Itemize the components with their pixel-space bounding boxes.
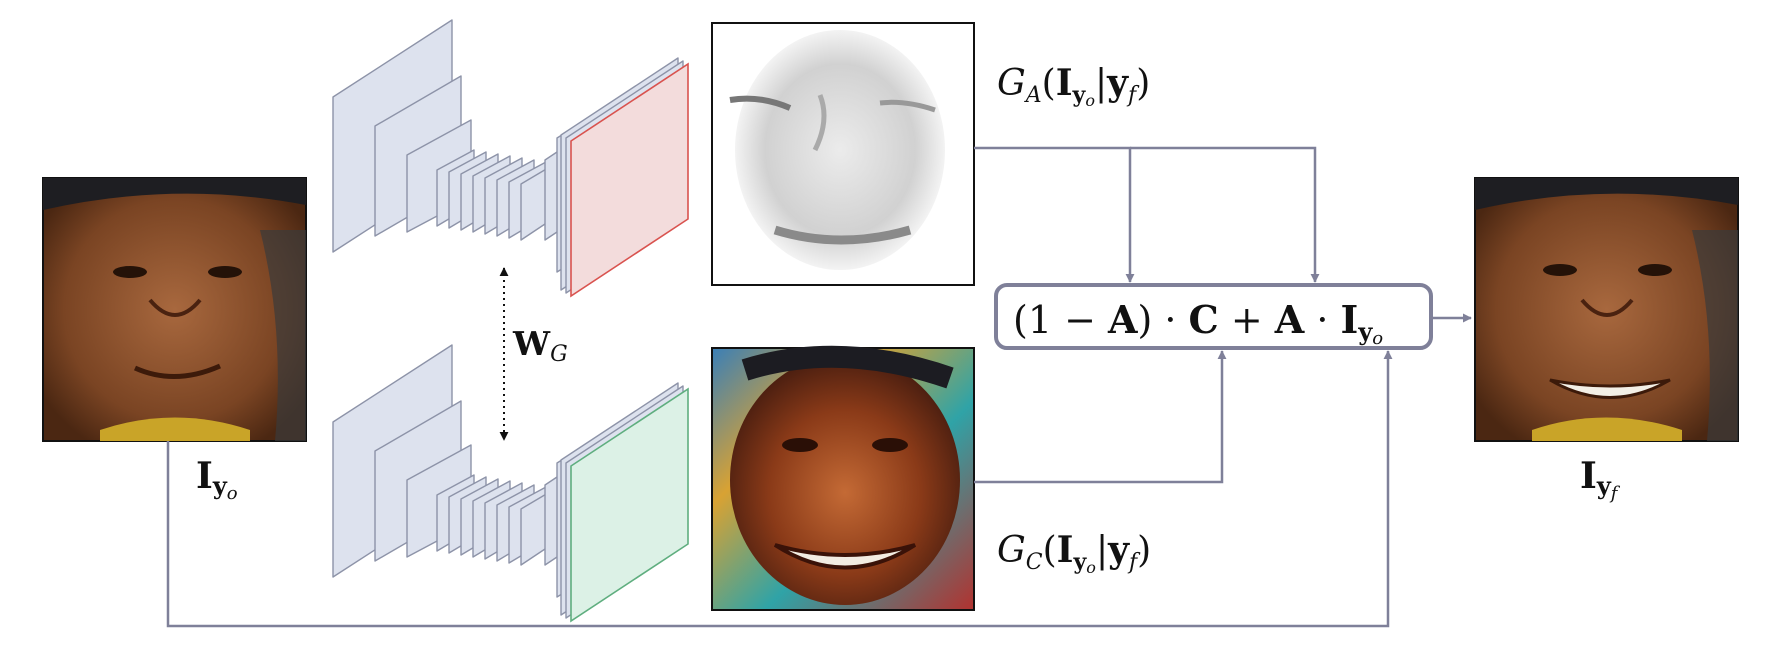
color-generator-network [332, 344, 689, 623]
color-to-formula-arrow [974, 350, 1227, 484]
shared-weights-label: WG [512, 324, 568, 367]
input-image-label: Iyo [196, 455, 238, 504]
color-mask-image [711, 345, 975, 611]
residual-blocks [436, 149, 549, 241]
color-output-layer [560, 382, 689, 623]
connection-arrows [166, 146, 1472, 628]
composition-formula-box [994, 283, 1433, 350]
residual-blocks [436, 474, 549, 566]
output-image-label: Iyf [1580, 455, 1621, 504]
attention-output-layer [560, 57, 689, 298]
attention-to-formula-arrow-1 [974, 146, 1135, 283]
input-face-photo [42, 177, 307, 442]
attention-generator-network [332, 19, 689, 298]
input-skip-arrow [166, 350, 1393, 628]
attention-to-formula-arrow-2 [1130, 146, 1320, 283]
composition-formula-text: (1 − A) · C + A · Iyo [1013, 297, 1383, 349]
color-generator-label: GC(Iyo|yf) [997, 529, 1151, 577]
output-face-photo [1474, 177, 1739, 442]
attention-mask-image [711, 22, 975, 286]
attention-generator-label: GA(Iyo|yf) [997, 62, 1150, 110]
